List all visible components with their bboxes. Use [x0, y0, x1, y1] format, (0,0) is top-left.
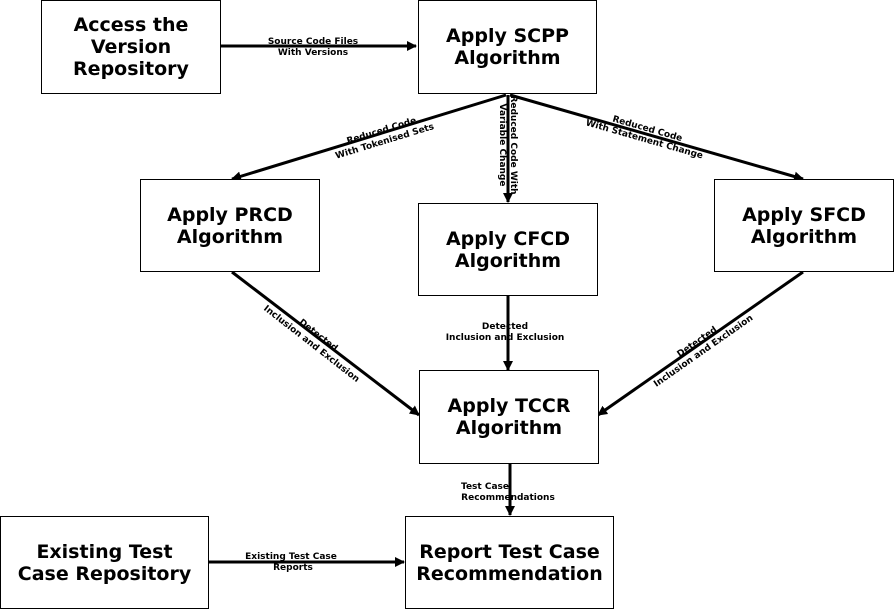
label-existing-to-report-1: Existing Test Case	[245, 552, 337, 562]
label-prcd-to-tccr-2: Inclusion and Exclusion	[261, 304, 361, 385]
node-label-line: Repository	[73, 58, 189, 80]
label-cfcd-to-tccr-2: Inclusion and Exclusion	[446, 333, 565, 343]
label-tccr-to-report-1: Test Case	[461, 482, 509, 492]
label-scpp-to-cfcd-2: Variable Change	[497, 104, 507, 187]
arrow-prcd-to-tccr	[231, 270, 420, 417]
node-label-line: Apply SCPP	[446, 25, 569, 47]
label-existing-to-report-2: Reports	[273, 563, 313, 573]
node-label-line: Report Test Case	[419, 540, 600, 563]
node-label-line: Apply PRCD	[167, 203, 293, 226]
node-label-line: Algorithm	[454, 47, 561, 69]
node-label-line: Apply CFCD	[445, 227, 571, 250]
label-tccr-to-report-2: Recommendations	[461, 493, 555, 503]
node-label-line: Access the	[73, 14, 189, 36]
arrow-scpp-to-prcd	[231, 93, 507, 182]
node-label-line: Algorithm	[454, 249, 562, 272]
node-label-line: Recommendation	[416, 562, 603, 585]
label-sfcd-to-tccr-2: Inclusion and Exclusion	[652, 313, 755, 389]
label-access-to-scpp-2: With Versions	[278, 48, 348, 58]
node-label-line: Algorithm	[750, 225, 858, 248]
node-label-line: Version	[90, 36, 172, 58]
node-label-line: Case Repository	[17, 562, 192, 585]
node-label-line: Apply SFCD	[742, 203, 866, 226]
node-label-line: Existing Test	[36, 540, 173, 563]
node-label-line: Algorithm	[455, 417, 563, 439]
node-label-line: Apply TCCR	[447, 395, 571, 417]
label-scpp-to-cfcd-1: Reduced Code With	[508, 95, 518, 194]
label-access-to-scpp-1: Source Code Files	[268, 37, 358, 47]
arrow-sfcd-to-tccr	[597, 270, 804, 417]
arrow-scpp-to-sfcd	[509, 93, 804, 182]
node-label-line: Algorithm	[176, 225, 284, 248]
label-cfcd-to-tccr-1: Detected	[482, 322, 528, 332]
